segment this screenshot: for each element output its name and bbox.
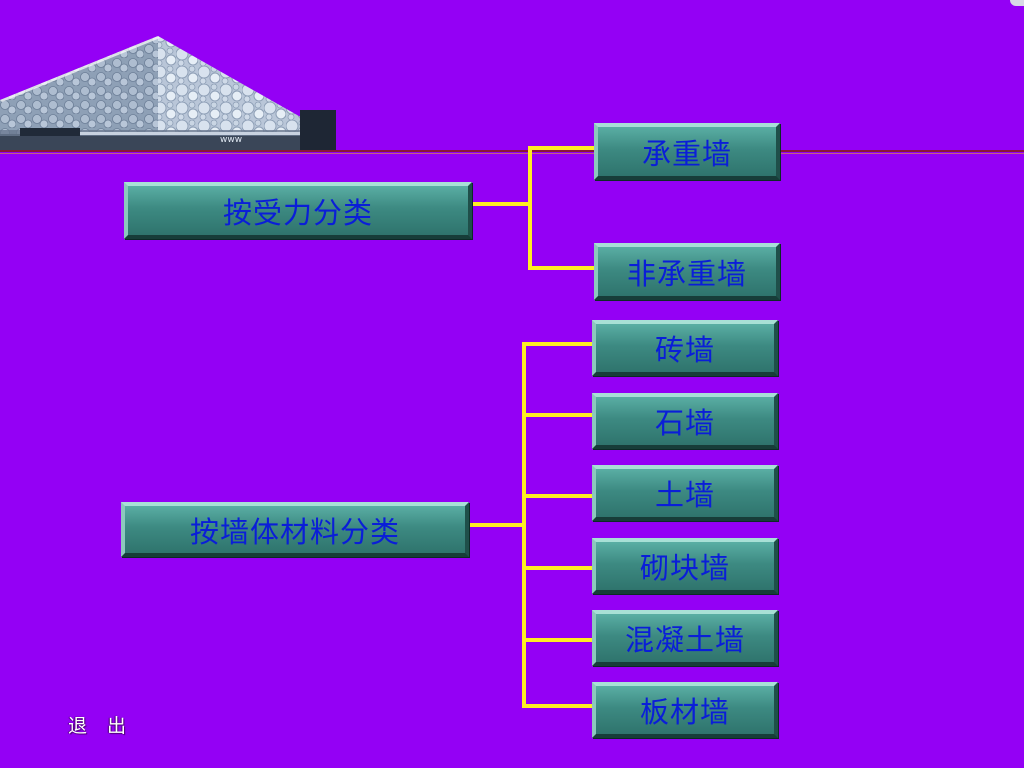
item-box-non-load-bearing-wall[interactable]: 非承重墙 xyxy=(594,243,780,300)
category-box-by-material[interactable]: 按墙体材料分类 xyxy=(121,502,469,557)
item-label: 非承重墙 xyxy=(626,256,747,291)
water-cube-building-photo: www xyxy=(0,36,336,152)
item-box-concrete-wall[interactable]: 混凝土墙 xyxy=(592,610,778,666)
item-box-block-wall[interactable]: 砌块墙 xyxy=(592,538,778,594)
item-label: 石墙 xyxy=(654,406,715,440)
exit-button[interactable]: 退 出 xyxy=(68,710,152,738)
item-label: 砖墙 xyxy=(654,333,715,367)
item-box-earth-wall[interactable]: 土墙 xyxy=(592,465,778,521)
item-label: 板材墙 xyxy=(639,695,730,729)
item-box-load-bearing-wall[interactable]: 承重墙 xyxy=(594,123,780,180)
exit-char-1: 退 xyxy=(68,714,90,737)
category-label-by-material: 按墙体材料分类 xyxy=(189,514,400,549)
corner-decoration xyxy=(1010,0,1024,6)
item-box-stone-wall[interactable]: 石墙 xyxy=(592,393,778,449)
item-box-panel-wall[interactable]: 板材墙 xyxy=(592,682,778,738)
exit-char-2: 出 xyxy=(107,714,129,737)
item-box-brick-wall[interactable]: 砖墙 xyxy=(592,320,778,376)
category-label-by-load: 按受力分类 xyxy=(222,195,373,230)
header-divider xyxy=(0,150,1024,156)
svg-text:www: www xyxy=(220,135,242,145)
item-label: 砌块墙 xyxy=(639,551,730,585)
item-label: 混凝土墙 xyxy=(624,623,745,657)
category-box-by-load[interactable]: 按受力分类 xyxy=(124,182,472,239)
item-label: 承重墙 xyxy=(641,136,732,171)
item-label: 土墙 xyxy=(654,478,715,512)
